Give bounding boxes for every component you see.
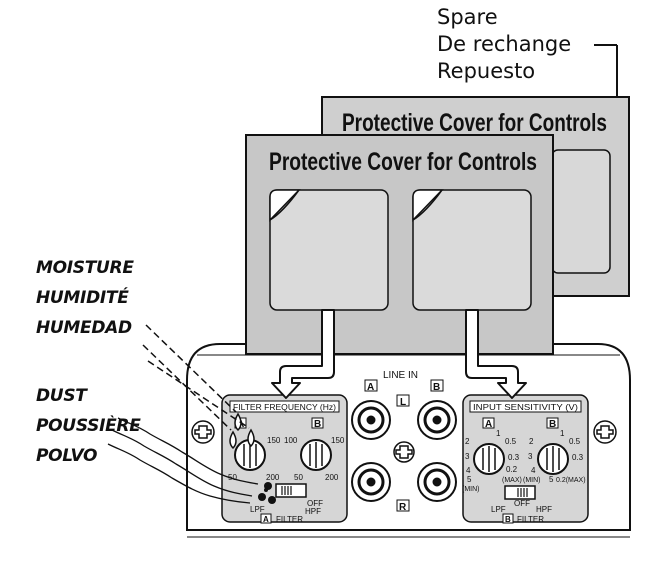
filter-footer-a: A [263,515,269,524]
sens-a-5: 5 [467,475,472,484]
filter-a-scale-200: 200 [266,473,280,482]
dust-leader-lines [107,417,259,504]
sens-footer-b: B [505,515,511,524]
rca-jack-a-right[interactable] [351,462,391,502]
sens-a-max: (MAX) [502,477,522,484]
sens-b-5: 5 [549,475,554,484]
sens-a-min: (MIN) [462,486,480,493]
sens-b-02-max: 0.2(MAX) [556,477,586,484]
filter-b-scale-100: 100 [284,436,298,445]
sens-lpf: LPF [491,505,506,514]
filter-b-scale-50: 50 [294,473,303,482]
moisture-label-fr: HUMIDITÉ [36,288,129,308]
filter-a-scale-50: 50 [228,473,237,482]
dust-particles [258,482,276,504]
filter-channel-b: B [314,419,321,430]
filter-panel: FILTER FREQUENCY (Hz) A B 150 50 200 100… [221,394,348,524]
moisture-leader-lines [142,324,250,431]
placement-arrow-left [271,309,335,399]
line-in-a: A [367,382,374,393]
filter-hpf: HPF [305,507,321,516]
rca-jack-a-left[interactable] [351,400,391,440]
filter-off: OFF [307,499,323,508]
filter-b-scale-200: 200 [325,473,339,482]
sensitivity-knob-b-grip [546,446,560,472]
line-in-label: LINE IN [383,370,418,381]
sensitivity-knob-a-grip [482,446,496,472]
sens-b-2: 2 [529,437,534,446]
filter-b-scale-150: 150 [331,436,345,445]
sens-b-min: (MIN) [523,477,541,484]
sens-b-3: 3 [528,452,533,461]
filter-frequency-label: FILTER FREQUENCY (Hz) [233,402,336,412]
sens-a-05: 0.5 [505,437,517,446]
spare-label-fr: De rechange [437,32,572,56]
moisture-label: MOISTURE HUMIDITÉ HUMEDAD [36,253,134,343]
moisture-label-en: MOISTURE [36,258,134,278]
sens-b-4: 4 [531,466,536,475]
filter-knob-a-grip [243,442,257,468]
filter-knob-b-grip [309,442,323,468]
spare-label-es: Repuesto [437,59,536,83]
dust-label: DUST POUSSIÈRE POLVO [36,381,141,471]
sens-a-2: 2 [465,437,470,446]
line-in-block: LINE IN A B L R [364,370,444,513]
cover-window-right [412,189,532,311]
dust-label-en: DUST [36,386,87,406]
cover-window-left [269,189,389,311]
filter-switch-a-grip [281,486,292,495]
spare-label: Spare De rechange Repuesto [437,4,571,85]
spare-cover-title: Protective Cover for Controls [342,109,607,137]
protective-cover-title: Protective Cover for Controls [269,148,537,176]
sens-a-3: 3 [465,452,470,461]
rca-jack-b-right[interactable] [417,462,457,502]
rca-jack-b-left[interactable] [417,400,457,440]
filter-footer-label: FILTER [276,515,303,524]
sens-a-4: 4 [466,466,471,475]
sens-b-05: 0.5 [569,437,581,446]
sens-channel-b: B [549,419,556,430]
line-in-b: B [433,382,440,393]
sensitivity-panel: INPUT SENSITIVITY (V) A B 2 1 0.5 3 0.3 … [462,394,589,524]
filter-a-scale-150: 150 [267,436,281,445]
filter-switch-b-grip [517,488,528,497]
line-in-right: R [399,502,407,513]
sens-off: OFF [514,499,530,508]
spare-label-en: Spare [437,5,498,29]
sens-a-03: 0.3 [508,453,520,462]
sens-b-03: 0.3 [572,453,584,462]
input-sensitivity-label: INPUT SENSITIVITY (V) [473,402,578,412]
sens-footer-label: FILTER [517,515,544,524]
protective-cover: Protective Cover for Controls [245,134,554,355]
mount-screw-left [191,420,215,444]
moisture-label-es: HUMEDAD [36,318,132,338]
sens-channel-a: A [485,419,492,430]
filter-lpf: LPF [250,505,265,514]
peel-corner-right [412,189,444,222]
mount-screw-right [593,420,617,444]
moisture-drops [229,412,255,450]
line-in-left: L [400,397,406,408]
sens-a-1: 1 [496,429,501,438]
dust-label-es: POLVO [36,446,98,466]
sens-b-1: 1 [560,429,565,438]
sens-a-02: 0.2 [506,465,518,474]
peel-corner-left [269,189,301,222]
filter-switch-b[interactable] [504,485,536,500]
center-screw [393,441,415,463]
placement-arrow-right [465,309,527,399]
sens-hpf: HPF [536,505,552,514]
